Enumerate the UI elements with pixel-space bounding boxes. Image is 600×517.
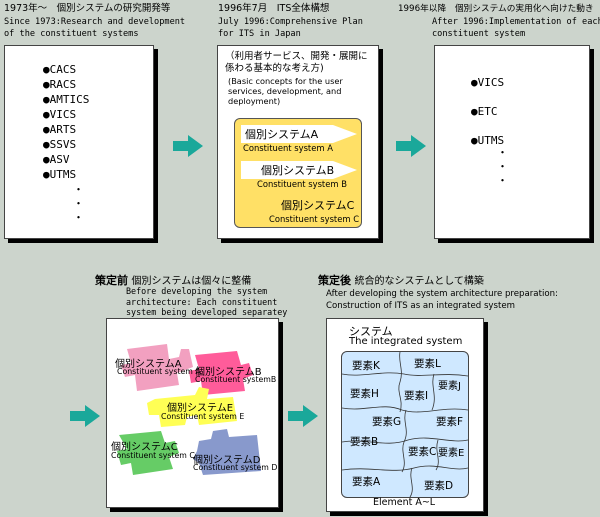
col1-list: ●CACS ●RACS ●AMTICS ●VICS ●ARTS ●SSVS ●A… <box>43 62 89 182</box>
puzzle-piece-d <box>193 429 261 475</box>
before-title-bold: 策定前 <box>95 274 128 287</box>
before-subtitle: Before developing the system architectur… <box>126 286 287 318</box>
col3-title-en2: constituent system <box>432 29 526 39</box>
before-panel: 個別システムA Constituent system A 個別システムB Con… <box>106 318 279 508</box>
element-d: 要素D <box>424 480 454 492</box>
before-title-jp: 個別システムは個々に整備 <box>131 276 252 287</box>
piece-c-jp: 個別システムC <box>111 442 178 453</box>
list-item: ●UTMS <box>471 134 505 147</box>
after-title-bold: 策定後 <box>318 274 351 287</box>
system-c-jp: 個別システムC <box>281 199 355 212</box>
col3-panel: ●VICS ●ETC ●UTMS ・・・ <box>434 45 590 239</box>
element-f: 要素F <box>436 416 464 428</box>
list-item: ●VICS <box>43 108 77 121</box>
before-title: 策定前 個別システムは個々に整備 <box>95 272 251 288</box>
col3-title-jp: 1996年以降 個別システムの実用化へ向けた動き <box>398 4 594 14</box>
piece-e-jp: 個別システムE <box>167 403 234 414</box>
piece-a-jp: 個別システムA <box>115 359 182 370</box>
list-item: ●VICS <box>471 76 505 89</box>
integrated-system-en: The integrated system <box>349 336 463 347</box>
element-boundaries <box>342 352 468 497</box>
piece-b-en: Constituent systemB <box>195 375 277 384</box>
element-a: 要素A <box>352 476 381 488</box>
element-h: 要素H <box>350 388 379 400</box>
after-title: 策定後 統合的なシステムとして構築 <box>318 272 484 288</box>
arrow-right-icon <box>288 405 318 427</box>
concept-box: 個別システムA Constituent system A 個別システムB Con… <box>234 118 362 228</box>
system-a-en: Constituent system A <box>243 143 333 153</box>
element-e: 要素E <box>438 448 465 459</box>
concept-en-line3: deployment) <box>228 96 281 106</box>
puzzle-piece-b <box>189 351 253 395</box>
integrated-system-jp: システム <box>349 325 393 338</box>
puzzle-piece-a <box>121 344 193 391</box>
element-l: 要素L <box>414 358 441 370</box>
system-a-jp: 個別システムA <box>245 128 319 141</box>
element-b: 要素B <box>350 436 379 448</box>
element-footer: Element A~L <box>373 497 436 508</box>
puzzle-pieces <box>117 344 261 475</box>
piece-d-en: Constituent system D <box>193 463 278 472</box>
arrow-right-icon <box>70 405 100 427</box>
ellipsis-dots: ・・・ <box>73 183 84 224</box>
list-item: ●CACS <box>43 63 77 76</box>
element-i: 要素I <box>404 390 429 402</box>
col2-panel: （利用者サービス、開発・展開に 係わる基本的な考え方) (Basic conce… <box>217 45 379 239</box>
after-sub-line1: After developing the system architecture… <box>326 289 558 299</box>
col1-title-jp: 1973年～ 個別システムの研究開発等 <box>4 3 171 14</box>
piece-e-en: Constituent system E <box>161 412 245 421</box>
system-b-jp: 個別システムB <box>261 164 335 177</box>
list-item: ●ARTS <box>43 123 77 136</box>
before-sub-line2: architecture: Each constituent <box>126 296 278 307</box>
col2-title-en1: July 1996:Comprehensive Plan <box>218 17 363 27</box>
element-g: 要素G <box>372 416 402 428</box>
arrow-right-icon <box>173 135 203 157</box>
col1-title-en1: Since 1973:Research and development <box>4 17 186 27</box>
list-item: ●AMTICS <box>43 93 90 106</box>
after-title-jp: 統合的なシステムとして構築 <box>354 276 484 287</box>
col2-title-jp: 1996年7月 ITS全体構想 <box>218 3 330 14</box>
concept-en-line1: (Basic concepts for the user <box>228 76 343 86</box>
col2-title-en2: for ITS in Japan <box>218 29 301 39</box>
puzzle-piece-e <box>147 387 237 427</box>
concept-jp-line2: 係わる基本的な考え方) <box>225 63 324 74</box>
list-item: ●SSVS <box>43 138 77 151</box>
element-c: 要素C <box>408 446 437 458</box>
white-arrows-icon <box>241 125 357 179</box>
list-item: ●ASV <box>43 153 70 166</box>
concept-jp-line1: （利用者サービス、開発・展開に <box>225 51 368 62</box>
after-subtitle: After developing the system architecture… <box>326 288 558 312</box>
piece-d-jp: 個別システムD <box>193 455 261 466</box>
col3-list: ●VICS ●ETC ●UTMS <box>471 68 504 155</box>
integrated-box: 要素K 要素L 要素J 要素H 要素I 要素F 要素G 要素B 要素C 要素E … <box>341 351 469 498</box>
after-panel: システム The integrated system 要素K 要素L 要素J 要… <box>326 318 484 512</box>
list-item: ●RACS <box>43 78 77 91</box>
arrow-right-icon <box>396 135 426 157</box>
puzzle-piece-c <box>117 431 179 475</box>
col1-panel: ●CACS ●RACS ●AMTICS ●VICS ●ARTS ●SSVS ●A… <box>4 45 154 239</box>
list-item: ●UTMS <box>43 168 77 181</box>
after-sub-line2: Construction of ITS as an integrated sys… <box>326 301 516 311</box>
before-sub-line1: Before developing the system <box>126 286 268 296</box>
piece-c-en: Constituent system C <box>111 451 195 460</box>
ellipsis-dots: ・・・ <box>497 146 508 187</box>
element-j: 要素J <box>438 381 461 392</box>
col1-title-en2: of the constituent systems <box>4 29 139 39</box>
piece-b-jp: 個別システムB <box>195 367 262 378</box>
list-item: ●ETC <box>471 105 498 118</box>
element-k: 要素K <box>352 360 380 372</box>
concept-en-line2: services, development, and <box>228 86 342 96</box>
system-b-en: Constituent system B <box>257 179 347 189</box>
before-sub-line3: system being developed separatey <box>126 307 288 317</box>
col3-title-en1: After 1996:Implementation of each <box>432 17 600 27</box>
system-c-en: Constituent system C <box>269 214 360 224</box>
piece-a-en: Constituent system A <box>117 367 201 376</box>
